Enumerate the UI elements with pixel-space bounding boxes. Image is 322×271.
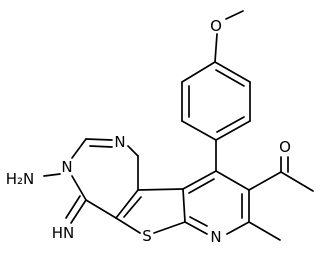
bond-ph-1	[214, 61, 251, 83]
atom-ring-n-top: N	[114, 133, 125, 151]
bond-ph-4	[181, 120, 217, 141]
bonds	[43, 10, 314, 241]
atom-pyridine-n: N	[210, 228, 221, 246]
bond-ph-6	[181, 61, 216, 83]
bond-n1-c2-inner	[89, 145, 113, 148]
bond-methyl-o	[225, 10, 244, 20]
atom-sulfur: S	[142, 227, 152, 245]
bond-c4-imine	[70, 199, 87, 224]
bond-amino-n3	[43, 173, 61, 177]
bond-c4-c3	[215, 170, 250, 191]
bond-c4-c4a	[85, 199, 117, 219]
bond-c3a-c4	[182, 170, 217, 190]
bond-c7a-c3a	[182, 188, 186, 223]
bond-n-c7a	[184, 221, 208, 235]
atom-amino: H₂N	[6, 170, 35, 188]
bond-c3-acetyl	[248, 171, 282, 191]
bond-o-aryl	[214, 33, 218, 63]
bond-c2-methyl	[248, 221, 281, 241]
bond-c9b-c3a	[137, 188, 184, 191]
bond-n1-c2	[85, 138, 113, 141]
bond-ph-3-inner	[216, 116, 245, 133]
bond-s-c4a	[115, 217, 141, 234]
atom-labels: O N H₂N N HN S N O	[6, 17, 291, 246]
atom-acetyl-o: O	[279, 138, 291, 156]
bond-n-c7a-inner	[189, 216, 208, 227]
bond-c2-n	[226, 221, 250, 235]
bond-c4-imine-inner	[65, 195, 81, 219]
atom-imine: HN	[52, 224, 75, 242]
bond-c2-n3	[71, 138, 87, 159]
atom-methoxy-o: O	[210, 17, 222, 35]
bond-ph-1-inner	[215, 69, 245, 87]
bond-c9a-n1	[127, 145, 139, 157]
atom-ring-n-left: N	[61, 158, 72, 176]
bond-n3-c4	[71, 175, 87, 201]
bond-acetyl-methyl	[280, 171, 314, 192]
bond-c3a-c4-inner	[188, 178, 215, 194]
bond-c4a-c9b	[115, 189, 139, 219]
bond-c7a-s	[153, 221, 186, 234]
bond-ph-3	[215, 120, 251, 141]
bond-c4a-c9b-inner	[123, 196, 142, 218]
